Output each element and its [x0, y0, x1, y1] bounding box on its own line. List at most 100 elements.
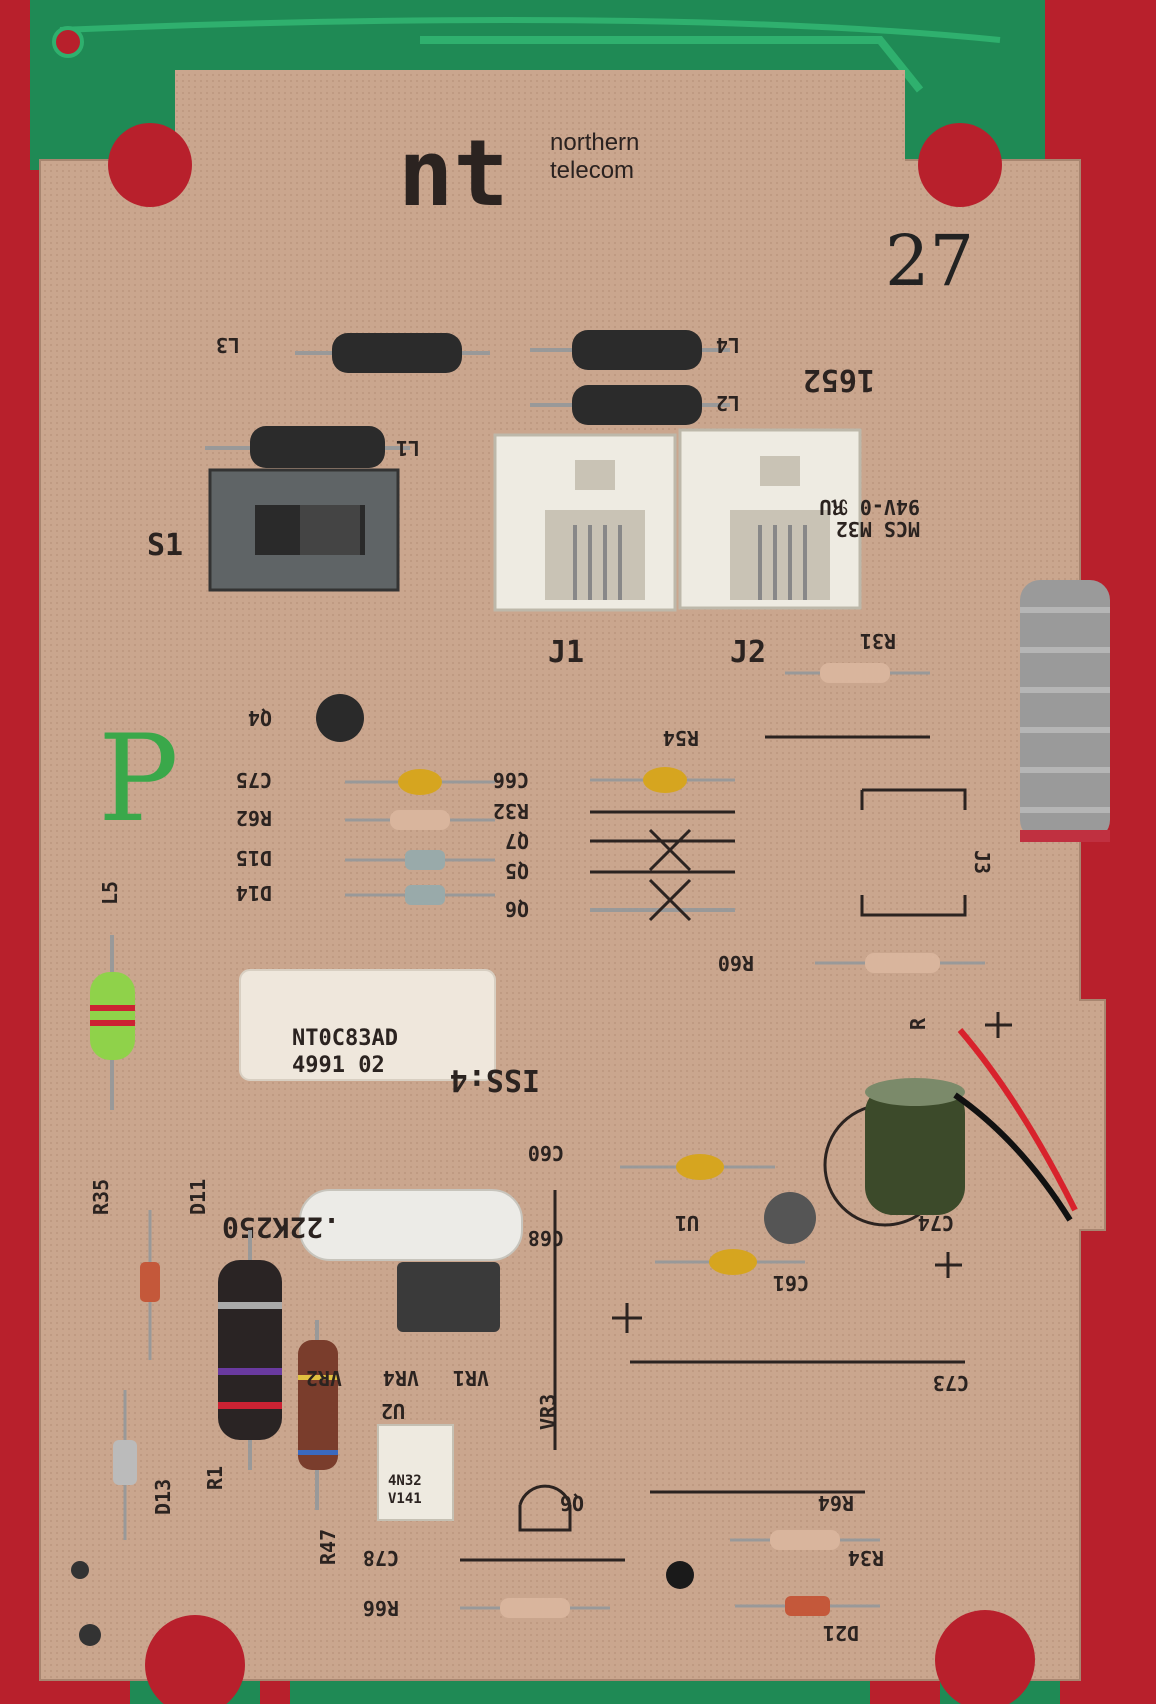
power-resistor-r1	[218, 1230, 282, 1470]
regulator-chip	[397, 1262, 500, 1332]
mount-hole-bottom-right	[935, 1610, 1035, 1704]
label-c75: C75	[236, 768, 272, 792]
electrolytic-capacitor-c74	[823, 1078, 965, 1227]
red-wire	[957, 1028, 1078, 1212]
logo-mark: nt	[398, 120, 509, 227]
label-d13: D13	[151, 1479, 175, 1515]
resistor-r66	[460, 1598, 610, 1618]
diode-d14	[345, 885, 495, 905]
label-r47: R47	[316, 1529, 340, 1565]
label-r31: R31	[860, 629, 896, 653]
resistor-r62	[345, 810, 495, 830]
diode-bridge-symbol	[648, 828, 692, 922]
label-u2: U2	[381, 1399, 405, 1423]
label-c60: C60	[528, 1141, 564, 1165]
label-c73: C73	[933, 1371, 969, 1395]
label-l5: L5	[98, 881, 122, 905]
sticker-line1: NT0C83AD	[292, 1026, 398, 1051]
label-d15: D15	[236, 846, 272, 870]
label-r1: R1	[203, 1466, 227, 1490]
label-s1: S1	[147, 528, 183, 563]
capacitor-c75	[345, 769, 495, 795]
rating-line1: MCS M32	[836, 517, 920, 541]
label-j1: J1	[548, 635, 584, 670]
label-vr1: VR1	[453, 1366, 489, 1390]
label-q7: Q7	[505, 829, 529, 853]
capacitor-c60	[620, 1154, 775, 1180]
inductor-l2	[530, 385, 730, 425]
resistor-r34	[730, 1530, 880, 1550]
label-vr2: VR2	[306, 1366, 342, 1390]
label-r32: R32	[493, 799, 529, 823]
resistor-r47	[298, 1320, 338, 1510]
edge-connector	[290, 1680, 870, 1704]
label-r66: R66	[363, 1596, 399, 1620]
optocoupler-u2	[377, 1424, 454, 1521]
label-q5: Q5	[505, 859, 529, 883]
phone-jack-j1[interactable]	[493, 433, 677, 612]
diode-d11	[140, 1210, 160, 1360]
resistor-r31	[785, 663, 930, 683]
connector-j3-outline	[860, 788, 967, 917]
inductor-l4	[530, 330, 730, 370]
diode-d15	[345, 850, 495, 870]
label-l4: L4	[716, 333, 740, 357]
diode-d21	[735, 1596, 880, 1616]
diode-d13	[113, 1390, 137, 1540]
label-c74: C74	[918, 1211, 954, 1235]
label-r35: R35	[89, 1179, 113, 1215]
capacitor-c61	[655, 1249, 805, 1275]
handwritten-number: 27	[885, 220, 974, 302]
handwritten-initial: P	[98, 710, 179, 849]
label-j2: J2	[730, 635, 766, 670]
sticker-line2: 4991 02	[292, 1053, 385, 1078]
part-number-sticker	[239, 969, 496, 1081]
opto-line1: 4N32	[388, 1473, 422, 1489]
label-vr4: VR4	[383, 1366, 419, 1390]
label-vr3: VR3	[536, 1394, 560, 1430]
label-r64: R64	[818, 1491, 854, 1515]
transistor-q4	[316, 694, 364, 742]
circuit-board	[39, 159, 1106, 1681]
opto-line2: V141	[388, 1491, 422, 1507]
ribbon-cable	[1020, 580, 1110, 842]
inductor-l3	[295, 333, 490, 373]
label-j3: J3	[970, 850, 994, 874]
mount-hole-bottom-left	[145, 1615, 245, 1704]
logo-line2: telecom	[550, 157, 634, 184]
label-c66: C66	[493, 768, 529, 792]
label-d21: D21	[823, 1621, 859, 1645]
label-l3: L3	[216, 333, 240, 357]
label-q4: Q4	[248, 706, 272, 730]
label-l1: L1	[396, 436, 420, 460]
label-q6: Q6	[505, 897, 529, 921]
rating-line2: 94V-0 ℜU	[819, 495, 920, 519]
inductor-l1	[205, 426, 410, 468]
label-l2: L2	[716, 391, 740, 415]
slide-switch-s1[interactable]	[208, 468, 400, 592]
capacitor-c66	[590, 767, 735, 793]
label-r62: R62	[236, 806, 272, 830]
film-capacitor	[299, 1189, 523, 1261]
mount-hole-top-right	[918, 123, 1002, 207]
film-capacitor-text: .22K250	[222, 1211, 340, 1244]
label-c61: C61	[773, 1271, 809, 1295]
phone-jack-j2[interactable]	[678, 428, 862, 610]
issue-label: ISS:4	[450, 1062, 540, 1097]
label-c68: C68	[528, 1226, 564, 1250]
label-d11: D11	[186, 1179, 210, 1215]
transistor-u1	[764, 1192, 816, 1244]
label-u1: U1	[675, 1211, 699, 1235]
label-r: R	[906, 1017, 930, 1030]
black-wire	[953, 1092, 1073, 1222]
serial-number: 1652	[803, 362, 875, 397]
label-d14: D14	[236, 881, 272, 905]
label-r34: R34	[848, 1546, 884, 1570]
inductor-l5	[90, 935, 135, 1110]
label-q6-bottom: Q6	[560, 1491, 584, 1515]
logo-line1: northern	[550, 129, 639, 156]
resistor-r60	[815, 953, 985, 973]
label-c78: C78	[363, 1546, 399, 1570]
label-r54: R54	[663, 726, 699, 750]
